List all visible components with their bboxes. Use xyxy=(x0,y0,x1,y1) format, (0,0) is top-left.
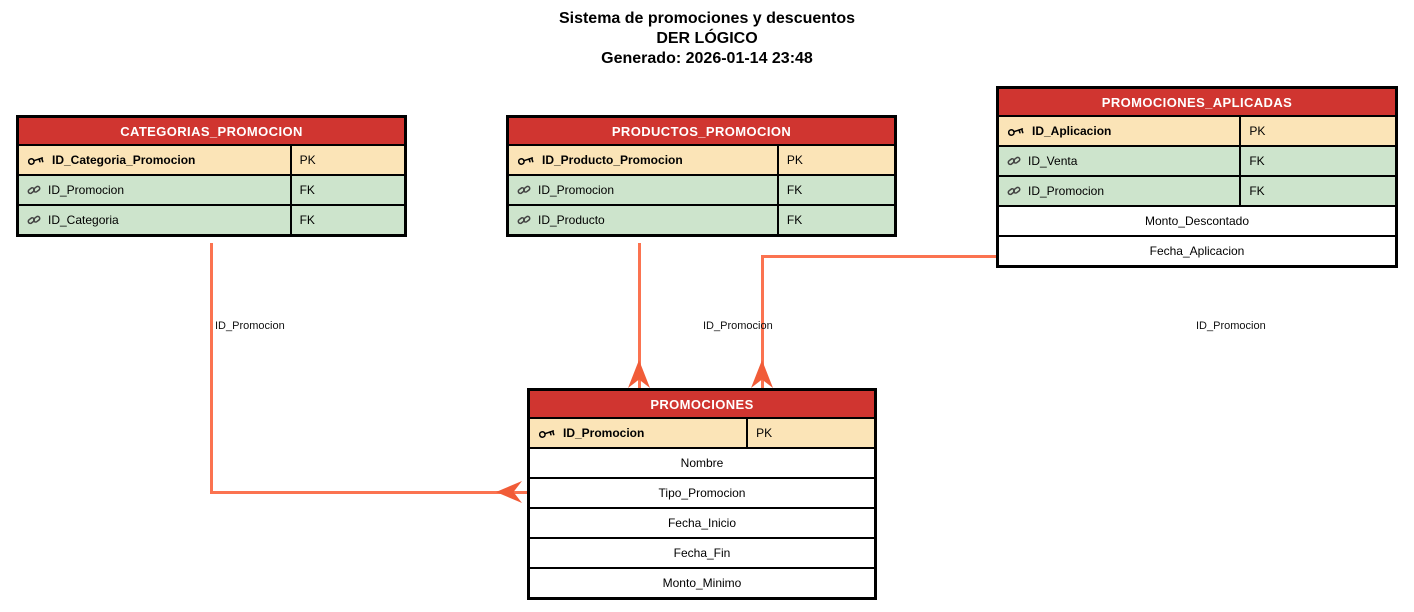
table-row-fk: ID_Producto FK xyxy=(509,204,894,234)
column-name: ID_Categoria xyxy=(48,213,119,227)
key-type: FK xyxy=(1249,154,1265,168)
column-name: ID_Aplicacion xyxy=(1032,124,1112,138)
table-header: CATEGORIAS_PROMOCION xyxy=(19,118,404,144)
table-row-fk: ID_Promocion FK xyxy=(19,174,404,204)
pk-cell: ID_Promocion xyxy=(530,419,749,447)
table-row-attribute: Monto_Minimo xyxy=(530,567,874,597)
key-icon xyxy=(517,153,535,167)
fk-cell: ID_Promocion xyxy=(999,177,1242,205)
table-row-pk: ID_Promocion PK xyxy=(530,417,874,447)
table-header: PROMOCIONES xyxy=(530,391,874,417)
connector-categorias-horizontal-line xyxy=(210,491,527,494)
fk-cell: ID_Promocion xyxy=(509,176,779,204)
connector-categorias-vertical-line xyxy=(210,243,213,493)
fk-cell: ID_Categoria xyxy=(19,206,292,234)
table-productos-promocion: PRODUCTOS_PROMOCION ID_Producto_Promocio… xyxy=(506,115,897,237)
key-type: FK xyxy=(786,183,803,197)
table-row-fk: ID_Promocion FK xyxy=(509,174,894,204)
key-type: FK xyxy=(786,213,803,227)
connector-aplicadas-horizontal-line xyxy=(761,255,996,258)
table-row-fk: ID_Categoria FK xyxy=(19,204,404,234)
pk-cell: ID_Producto_Promocion xyxy=(509,146,779,174)
table-categorias-promocion: CATEGORIAS_PROMOCION ID_Categoria_Promoc… xyxy=(16,115,407,237)
key-type: FK xyxy=(299,213,315,227)
table-header: PRODUCTOS_PROMOCION xyxy=(509,118,894,144)
arrowhead-up-icon xyxy=(751,360,773,388)
arrowhead-left-icon xyxy=(496,481,522,503)
table-row-attribute: Fecha_Fin xyxy=(530,537,874,567)
key-icon xyxy=(538,426,556,440)
link-icon xyxy=(27,183,41,197)
link-icon xyxy=(517,213,531,227)
table-row-attribute: Fecha_Inicio xyxy=(530,507,874,537)
title-line-system: Sistema de promociones y descuentos xyxy=(558,10,856,27)
table-row-attribute: Fecha_Aplicacion xyxy=(999,235,1395,265)
table-promociones-aplicadas: PROMOCIONES_APLICADAS ID_Aplicacion PK I… xyxy=(996,86,1398,268)
table-row-pk: ID_Producto_Promocion PK xyxy=(509,144,894,174)
fk-cell: ID_Promocion xyxy=(19,176,292,204)
table-row-pk: ID_Categoria_Promocion PK xyxy=(19,144,404,174)
fk-cell: ID_Venta xyxy=(999,147,1242,175)
arrowhead-up-icon xyxy=(628,360,650,388)
relationship-label-aplicadas: ID_Promocion xyxy=(1196,320,1266,332)
column-name: ID_Categoria_Promocion xyxy=(52,153,196,167)
column-name: ID_Promocion xyxy=(48,183,125,197)
connector-productos-vertical-line xyxy=(638,243,641,388)
column-name: ID_Promocion xyxy=(538,183,615,197)
link-icon xyxy=(1007,184,1021,198)
column-name: ID_Promocion xyxy=(1028,184,1105,198)
table-header: PROMOCIONES_APLICADAS xyxy=(999,89,1395,115)
pk-cell: ID_Aplicacion xyxy=(999,117,1242,145)
link-icon xyxy=(27,213,41,227)
connector-aplicadas-vertical-line xyxy=(761,255,764,388)
key-type: PK xyxy=(756,426,773,440)
column-name: ID_Promocion xyxy=(563,426,645,440)
key-type: FK xyxy=(299,183,315,197)
table-row-fk: ID_Promocion FK xyxy=(999,175,1395,205)
table-row-attribute: Monto_Descontado xyxy=(999,205,1395,235)
column-name: ID_Producto xyxy=(538,213,605,227)
key-icon xyxy=(27,153,45,167)
fk-cell: ID_Producto xyxy=(509,206,779,234)
table-row-attribute: Tipo_Promocion xyxy=(530,477,874,507)
relationship-label-productos: ID_Promocion xyxy=(703,320,773,332)
table-row-attribute: Nombre xyxy=(530,447,874,477)
relationship-label-categorias: ID_Promocion xyxy=(215,320,285,332)
key-type: FK xyxy=(1249,184,1265,198)
key-type: PK xyxy=(299,153,316,167)
title-line-der: DER LÓGICO xyxy=(656,30,758,47)
link-icon xyxy=(1007,154,1021,168)
table-row-pk: ID_Aplicacion PK xyxy=(999,115,1395,145)
key-icon xyxy=(1007,124,1025,138)
table-row-fk: ID_Venta FK xyxy=(999,145,1395,175)
column-name: ID_Venta xyxy=(1028,154,1078,168)
column-name: ID_Producto_Promocion xyxy=(542,153,683,167)
pk-cell: ID_Categoria_Promocion xyxy=(19,146,292,174)
title-line-generated: Generado: 2026-01-14 23:48 xyxy=(601,50,813,67)
table-promociones: PROMOCIONES ID_Promocion PK Nombre Tipo_… xyxy=(527,388,877,600)
link-icon xyxy=(517,183,531,197)
key-type: PK xyxy=(1249,124,1266,138)
key-type: PK xyxy=(786,153,803,167)
diagram-title: Sistema de promociones y descuentos DER … xyxy=(0,9,1414,69)
